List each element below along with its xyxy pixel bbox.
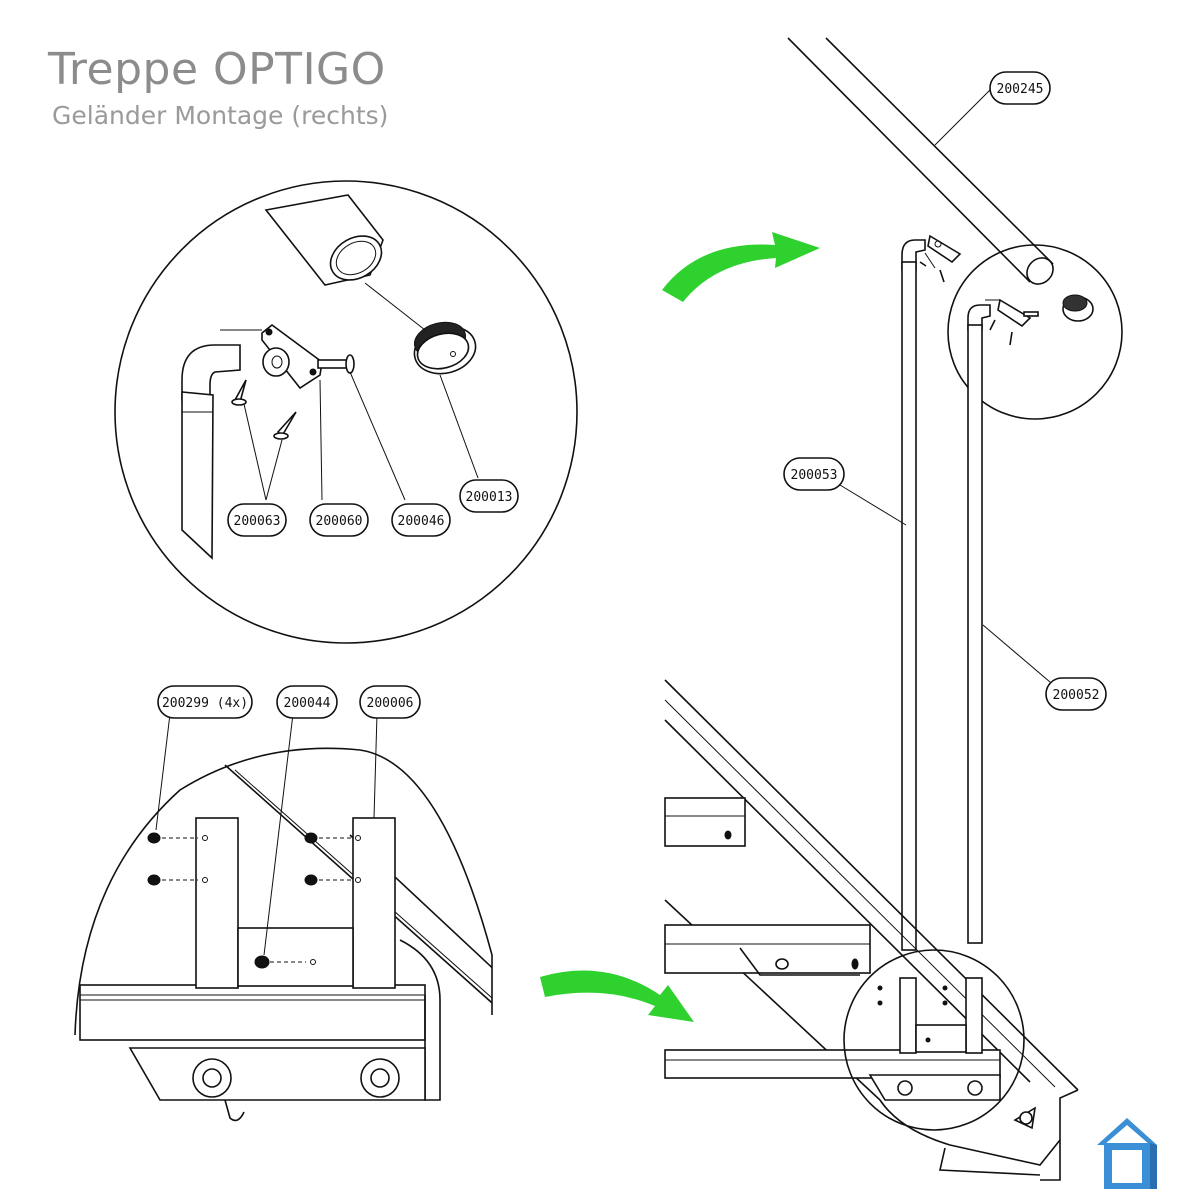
svg-text:200053: 200053 bbox=[791, 468, 838, 483]
callout-nut-4x: 200299 (4x) bbox=[157, 685, 253, 719]
assembly-view bbox=[664, 37, 1123, 1181]
handrail-part bbox=[787, 37, 1054, 285]
post-left-part bbox=[839, 234, 962, 951]
detail-circle-top bbox=[114, 180, 578, 644]
svg-text:200245: 200245 bbox=[997, 82, 1044, 97]
callout-post-right: 200052 bbox=[1045, 677, 1107, 711]
svg-text:200060: 200060 bbox=[316, 514, 363, 529]
svg-text:200046: 200046 bbox=[398, 514, 445, 529]
bushing-part bbox=[254, 955, 306, 969]
callout-handrail: 200245 bbox=[989, 71, 1051, 105]
callout-bushing: 200044 bbox=[276, 685, 338, 719]
svg-text:200006: 200006 bbox=[367, 696, 414, 711]
svg-text:200299 (4x): 200299 (4x) bbox=[162, 696, 248, 711]
callout-screw: 200063 bbox=[227, 503, 287, 537]
callout-post-left: 200053 bbox=[783, 457, 845, 491]
post-right-part bbox=[967, 298, 1051, 944]
screws-part bbox=[231, 379, 297, 440]
diagram-title: Treppe OPTIGO bbox=[48, 44, 386, 95]
svg-text:200044: 200044 bbox=[284, 696, 331, 711]
svg-text:200063: 200063 bbox=[234, 514, 281, 529]
bracket-part bbox=[220, 323, 323, 390]
svg-text:200013: 200013 bbox=[466, 490, 513, 505]
nuts-4x bbox=[147, 832, 352, 886]
end-cap-part bbox=[364, 282, 477, 375]
house-logo-icon bbox=[1097, 1118, 1157, 1189]
diagram-subtitle: Geländer Montage (rechts) bbox=[52, 101, 389, 130]
post-elbow bbox=[181, 344, 241, 560]
svg-text:200052: 200052 bbox=[1053, 688, 1100, 703]
callout-end-cap: 200013 bbox=[459, 479, 519, 513]
callout-post-holder: 200006 bbox=[359, 685, 421, 719]
callout-bolt: 200046 bbox=[391, 503, 451, 537]
callout-bracket: 200060 bbox=[309, 503, 369, 537]
handrail-tube-end bbox=[264, 194, 384, 286]
green-curved-arrow-icon-bottom bbox=[540, 970, 694, 1022]
bolt-part bbox=[317, 354, 355, 374]
green-curved-arrow-icon bbox=[662, 232, 820, 302]
detail-circle-bottom bbox=[74, 713, 493, 1122]
stair-stringer bbox=[664, 679, 1079, 1181]
